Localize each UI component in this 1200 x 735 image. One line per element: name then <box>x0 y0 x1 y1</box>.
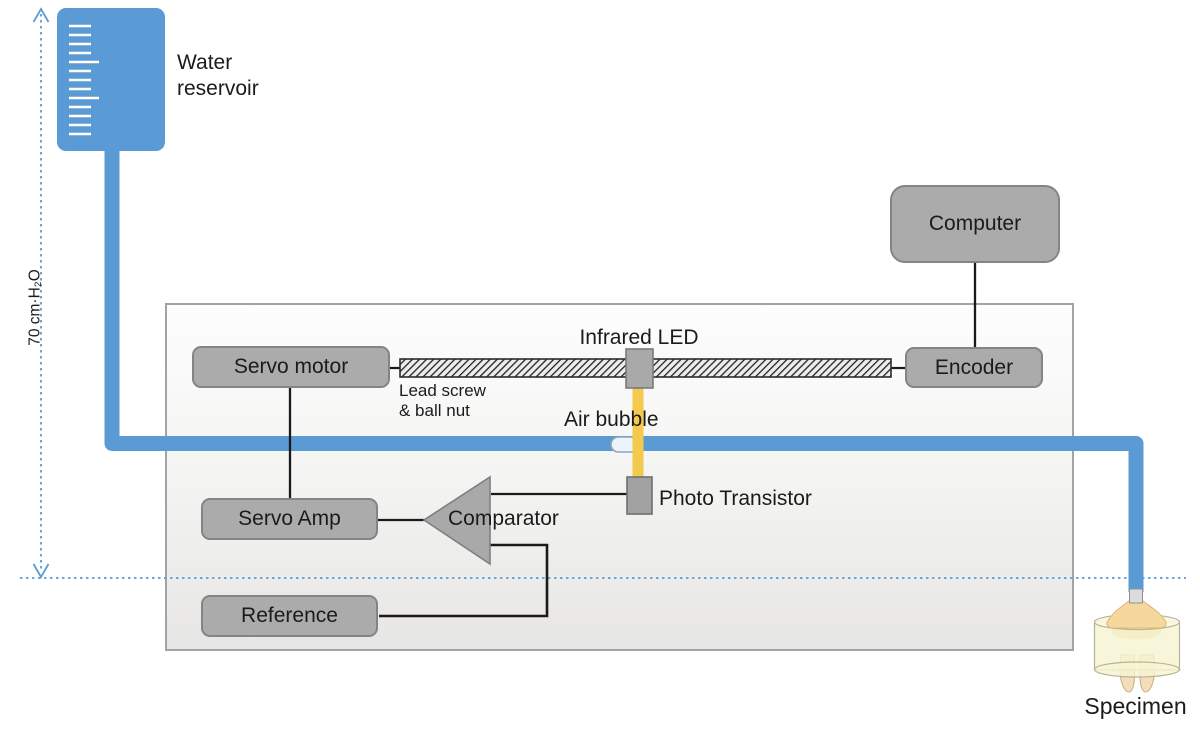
reference-box: Reference <box>201 595 378 637</box>
reference-label: Reference <box>241 604 338 627</box>
servo-amp-label: Servo Amp <box>238 507 341 530</box>
specimen-label: Specimen <box>1084 693 1187 719</box>
encoder-label: Encoder <box>934 355 1014 379</box>
photo-transistor-label: Photo Transistor <box>659 487 812 510</box>
arrowhead-up-icon <box>32 7 50 23</box>
servo-motor-label: Servo motor <box>233 355 349 378</box>
reservoir-graduation-ticks <box>69 24 99 136</box>
height-measure-dashed-arrow <box>32 7 50 579</box>
servo-motor-box: Servo motor <box>192 346 390 388</box>
air-bubble-label: Air bubble <box>564 408 659 431</box>
infrared-led-label: Infrared LED <box>579 326 699 349</box>
water-reservoir-label: Water reservoir <box>177 51 259 100</box>
infrared-beam <box>632 387 644 478</box>
computer-box: Computer <box>890 185 1060 263</box>
tube-connector-shape <box>1129 588 1143 604</box>
infrared-led-shape <box>625 348 654 389</box>
access-cone-shape <box>1106 600 1167 629</box>
water-reservoir-shape <box>57 8 165 151</box>
comparator-label: Comparator <box>448 507 559 530</box>
servo-amp-box: Servo Amp <box>201 498 378 540</box>
wire-reference-to-comparator <box>379 543 549 618</box>
computer-label: Computer <box>928 212 1022 235</box>
pressure-head-label: 70 cm·H₂O <box>26 269 44 346</box>
photo-transistor-shape <box>626 476 653 515</box>
comparator-triangle <box>422 475 491 566</box>
encoder-box: Encoder <box>905 347 1043 388</box>
specimen-graphic <box>1093 588 1181 693</box>
arrowhead-down-icon <box>32 563 50 579</box>
lead-screw-label: Lead screw & ball nut <box>399 381 486 421</box>
